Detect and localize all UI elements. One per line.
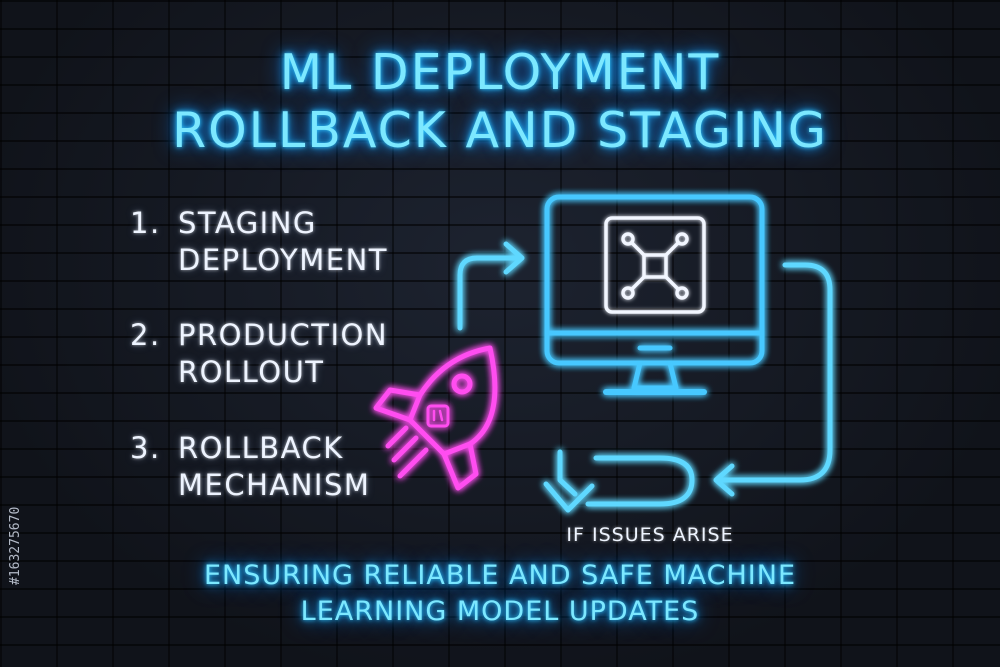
step-label-line-2: DEPLOYMENT	[178, 243, 388, 277]
network-node-icon	[604, 216, 706, 314]
rocket-icon	[373, 345, 498, 491]
step-label-line-2: ROLLOUT	[178, 355, 325, 389]
deploy-arrow-icon	[457, 241, 525, 331]
subtitle-line-1: ENSURING RELIABLE AND SAFE MACHINE	[203, 560, 797, 591]
step-label-line-1: STAGING	[178, 206, 317, 240]
stock-image-id: #163275670	[8, 506, 23, 585]
subtitle-line-2: LEARNING MODEL UPDATES	[300, 596, 700, 627]
step-label-line-1: PRODUCTION	[178, 318, 389, 352]
feedback-arrow-icon	[713, 262, 833, 497]
title-line-2: ROLLBACK AND STAGING	[172, 102, 828, 159]
monitor-icon	[544, 194, 765, 395]
issues-label: IF ISSUES ARISE	[566, 524, 734, 546]
step-label-line-1: ROLLBACK	[178, 431, 344, 465]
title-line-1: ML DEPLOYMENT	[279, 44, 721, 101]
step-number: 2.	[130, 318, 161, 352]
step-number: 1.	[130, 206, 161, 240]
step-label-line-2: MECHANISM	[178, 468, 371, 502]
rollback-arrow-icon	[543, 449, 695, 513]
step-number: 3.	[130, 431, 161, 465]
